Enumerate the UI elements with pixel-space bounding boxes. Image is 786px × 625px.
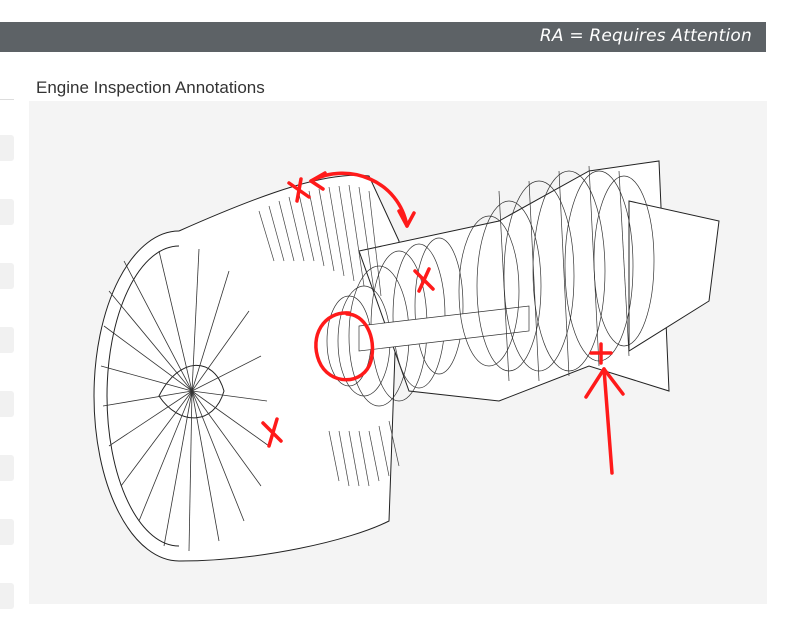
curved-arrow-head-left <box>309 171 327 191</box>
panel-title: Engine Inspection Annotations <box>36 78 265 97</box>
sidebar-item[interactable] <box>0 519 14 545</box>
curved-arrow <box>309 171 409 228</box>
sidebar-item[interactable] <box>0 455 14 481</box>
curved-arrow-head-right <box>397 209 416 228</box>
sidebar-item[interactable] <box>0 391 14 417</box>
exhaust-cone <box>628 200 720 352</box>
legend-text: RA = Requires Attention <box>539 26 752 46</box>
engine-drawing <box>93 160 720 562</box>
x-mark-fan-lower <box>261 417 283 448</box>
sidebar-list <box>0 95 14 615</box>
inspection-annotations <box>261 171 625 475</box>
compressor-stages <box>326 237 530 407</box>
engine-image-panel <box>29 101 767 604</box>
sidebar-item[interactable] <box>0 199 14 225</box>
circle-fan-hub <box>314 311 375 382</box>
straight-arrow-head <box>584 367 625 399</box>
turbine-stages <box>458 165 655 382</box>
fan-stage-fins <box>258 184 400 487</box>
x-mark-fan-case-top <box>287 177 311 203</box>
x-mark-compressor <box>413 267 435 293</box>
sidebar-divider <box>0 99 14 100</box>
sidebar-item[interactable] <box>0 135 14 161</box>
header-bar: RA = Requires Attention <box>0 22 766 52</box>
straight-arrow <box>602 367 614 475</box>
sidebar-item[interactable] <box>0 263 14 289</box>
fan-case <box>178 174 400 562</box>
x-mark-turbine-rear <box>589 342 613 365</box>
sidebar-item[interactable] <box>0 583 14 609</box>
fan-blades <box>100 248 270 552</box>
sidebar-item[interactable] <box>0 327 14 353</box>
